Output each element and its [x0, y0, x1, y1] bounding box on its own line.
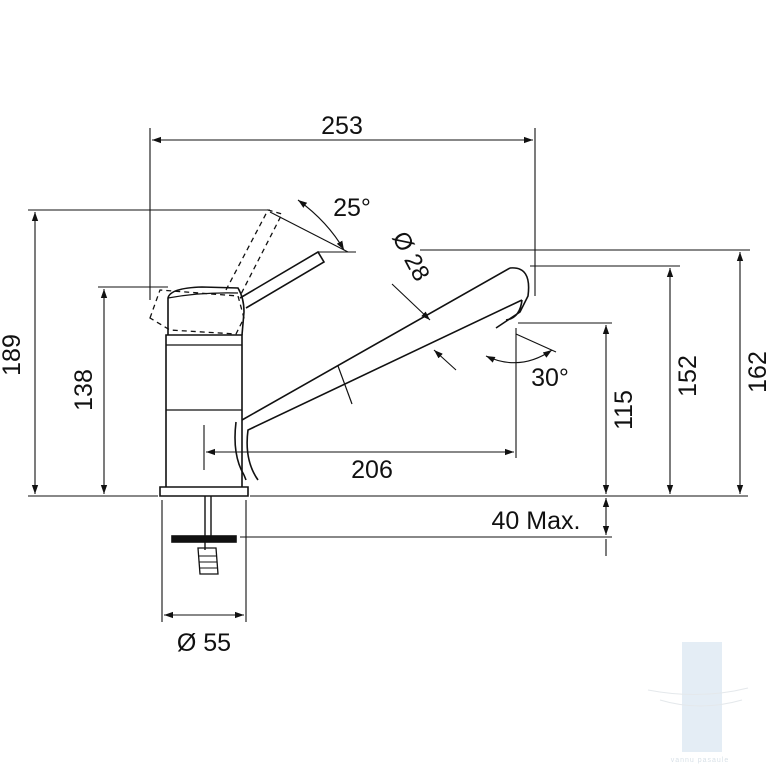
dimension-labels: 253 25° Ø 28 189 138 206 30° 115 152 162…: [0, 112, 768, 657]
dim-total-height: 189: [0, 334, 26, 376]
dim-base-diameter: Ø 55: [177, 629, 231, 657]
lever-alt-position: [149, 209, 283, 335]
mounting-plate: [171, 535, 237, 543]
faucet-body: [165, 334, 243, 487]
watermark-text: vannu pasaule: [671, 757, 730, 764]
nut: [197, 547, 219, 575]
watermark-logo: vannu pasaule: [647, 642, 749, 764]
dimension-lines: [28, 128, 750, 622]
dim-spout-diameter: Ø 28: [386, 227, 434, 286]
dim-spout-angle: 30°: [531, 364, 569, 392]
dim-outlet-height: 115: [610, 390, 638, 430]
dim-spout-reach: 206: [351, 456, 393, 484]
spout-tip: [495, 267, 530, 329]
dim-spout-top-height: 152: [674, 355, 702, 397]
dim-total-width: 253: [321, 112, 363, 140]
dim-lever-angle: 25°: [333, 194, 371, 222]
faucet-outline: [149, 209, 530, 575]
faucet-head: [167, 286, 245, 336]
faucet-spout: [234, 421, 247, 481]
dim-max-height: 162: [744, 351, 768, 393]
lever-handle: [239, 250, 326, 309]
faucet-base: [159, 486, 249, 497]
dim-deck-thickness: 40 Max.: [492, 507, 581, 535]
dim-body-height: 138: [70, 369, 98, 411]
